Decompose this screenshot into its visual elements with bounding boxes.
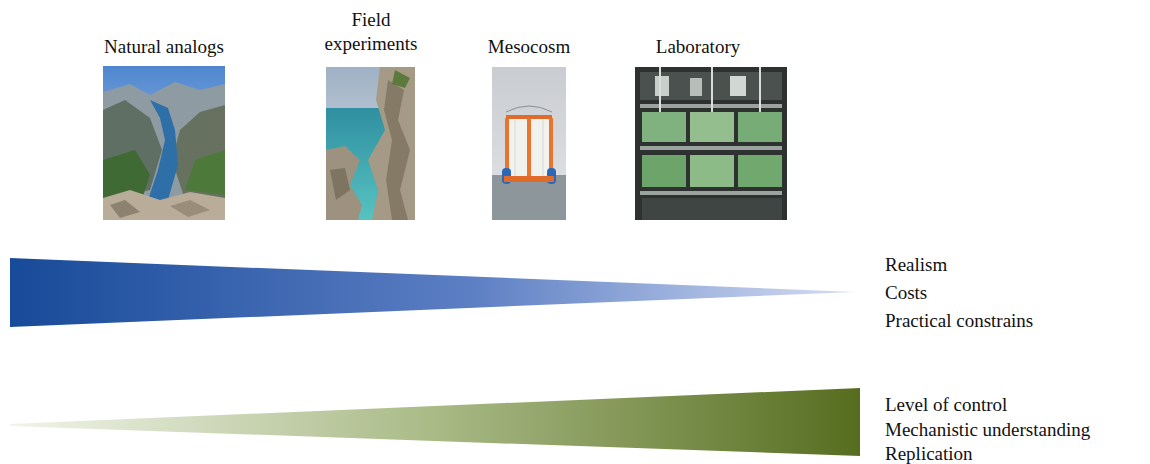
- mesocosm-photo-part: [506, 106, 552, 112]
- laboratory-photo-part: [690, 78, 702, 96]
- fjord-photo-part: [103, 190, 225, 220]
- coast-photo: [326, 67, 415, 220]
- laboratory-photo-part: [690, 112, 734, 142]
- laboratory-photo: [635, 67, 787, 220]
- laboratory-photo-part: [730, 76, 746, 96]
- gradient-label: Realism: [885, 253, 947, 277]
- mesocosm-photo-part: [515, 118, 516, 180]
- laboratory-photo-part: [690, 155, 734, 187]
- mesocosm-photo-part: [508, 118, 550, 180]
- gradient-label: Replication: [885, 442, 973, 464]
- control-wedge: [10, 388, 860, 456]
- mesocosm-photo-part: [492, 67, 566, 220]
- coast-photo-part: [392, 70, 410, 88]
- mesocosm-photo-part: [504, 176, 554, 182]
- laboratory-photo-part: [640, 191, 782, 195]
- laboratory-photo-part: [738, 155, 782, 187]
- gradient-label: Practical constrains: [885, 309, 1033, 333]
- laboratory-photo-part: [642, 198, 782, 220]
- coast-photo-part: [368, 67, 415, 220]
- fjord-photo: [103, 66, 225, 220]
- mesocosm-photo: [492, 67, 566, 220]
- fjord-photo-part: [103, 66, 225, 220]
- mesocosm-photo-part: [543, 118, 544, 180]
- laboratory-photo-part: [759, 67, 761, 112]
- fjord-photo-part: [148, 100, 178, 200]
- gradient-label: Costs: [885, 281, 927, 305]
- fjord-photo-part: [172, 105, 225, 205]
- gradient-label: Level of control: [885, 393, 1007, 417]
- column-heading: Natural analogs: [84, 35, 244, 59]
- mesocosm-photo-part: [527, 118, 531, 178]
- laboratory-photo-part: [738, 112, 782, 142]
- laboratory-photo-part: [635, 67, 787, 220]
- laboratory-photo-part: [642, 155, 686, 187]
- column-heading: Laboratory: [628, 35, 768, 59]
- laboratory-photo-part: [642, 112, 686, 142]
- coast-photo-part: [326, 67, 415, 220]
- coast-photo-part: [384, 80, 410, 220]
- coast-photo-part: [330, 168, 350, 200]
- laboratory-photo-part: [711, 67, 713, 112]
- laboratory-photo-part: [659, 67, 661, 112]
- coast-photo-part: [326, 146, 362, 220]
- fjord-photo-part: [170, 200, 210, 217]
- column-heading: Mesocosm: [469, 35, 589, 59]
- column-heading: Field experiments: [321, 8, 421, 56]
- fjord-photo-part: [185, 150, 225, 195]
- laboratory-photo-part: [655, 76, 669, 96]
- fjord-photo-part: [103, 82, 225, 220]
- laboratory-photo-part: [640, 146, 782, 150]
- gradient-label: Mechanistic understanding: [885, 418, 1090, 442]
- fjord-photo-part: [110, 200, 140, 218]
- realism-wedge: [10, 258, 855, 327]
